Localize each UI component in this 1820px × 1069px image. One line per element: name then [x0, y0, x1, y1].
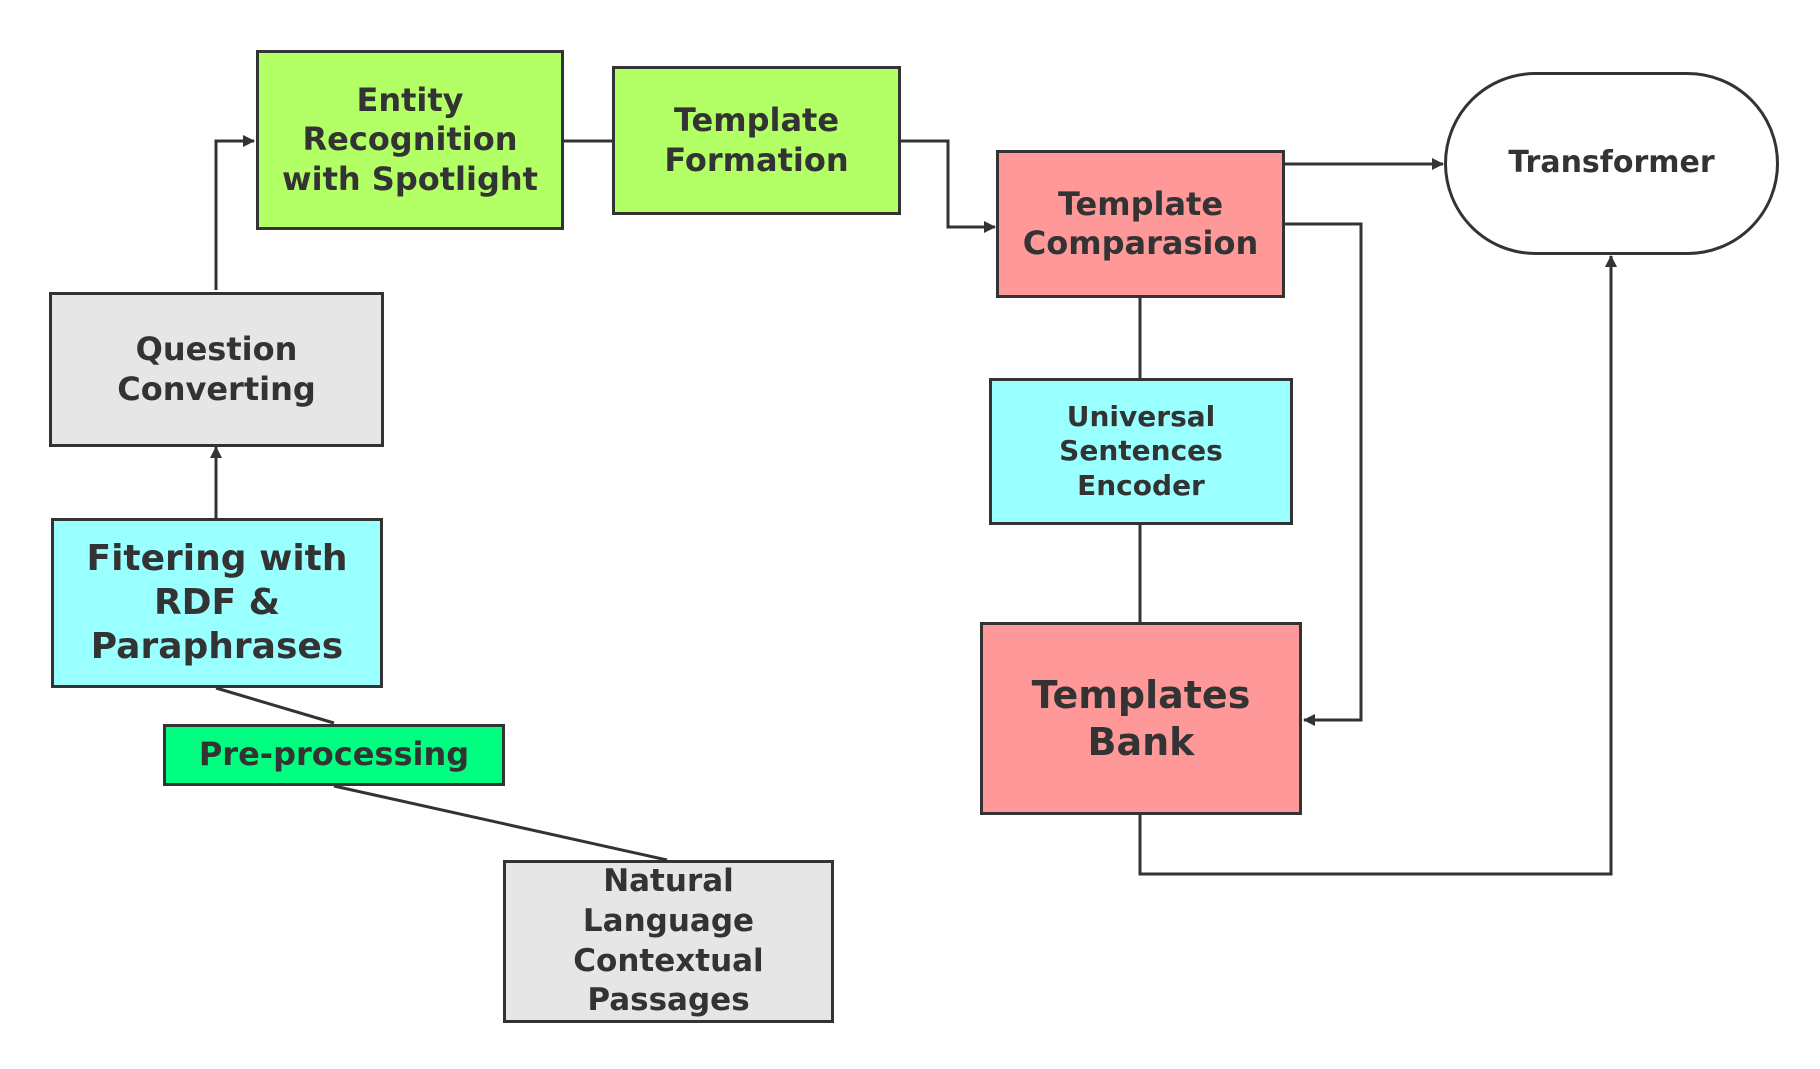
node-preprocessing: Pre-processing	[163, 724, 505, 786]
edge-question-to-entity	[214, 135, 255, 290]
entity-recognition-label: Entity Recognition with Spotlight	[282, 81, 538, 198]
node-natural-language: Natural Language Contextual Passages	[503, 860, 834, 1023]
node-entity-recognition: Entity Recognition with Spotlight	[256, 50, 564, 230]
node-template-comparison: Template Comparasion	[996, 150, 1285, 298]
question-converting-label: Question Converting	[117, 330, 316, 408]
universal-encoder-label: Universal Sentences Encoder	[1059, 400, 1223, 502]
templates-bank-label: Templates Bank	[1031, 673, 1251, 764]
node-transformer: Transformer	[1444, 72, 1779, 255]
node-filtering: Fitering with RDF & Paraphrases	[51, 518, 383, 688]
node-question-converting: Question Converting	[49, 292, 384, 447]
template-formation-label: Template Formation	[664, 101, 849, 179]
natural-language-label: Natural Language Contextual Passages	[573, 863, 764, 1019]
node-templates-bank: Templates Bank	[980, 622, 1302, 815]
edge-filtering-to-preprocessing	[215, 686, 335, 725]
node-universal-encoder: Universal Sentences Encoder	[989, 378, 1293, 525]
transformer-label: Transformer	[1508, 145, 1715, 181]
filtering-label: Fitering with RDF & Paraphrases	[86, 538, 348, 667]
edge-formation-to-comparison	[901, 139, 996, 233]
edge-bank-to-transformer	[1138, 255, 1617, 876]
node-template-formation: Template Formation	[612, 66, 901, 215]
edge-comparison-to-bank	[1285, 222, 1363, 726]
preprocessing-label: Pre-processing	[198, 735, 470, 774]
template-comparison-label: Template Comparasion	[1022, 184, 1259, 262]
edge-preprocessing-to-natural	[333, 784, 668, 862]
